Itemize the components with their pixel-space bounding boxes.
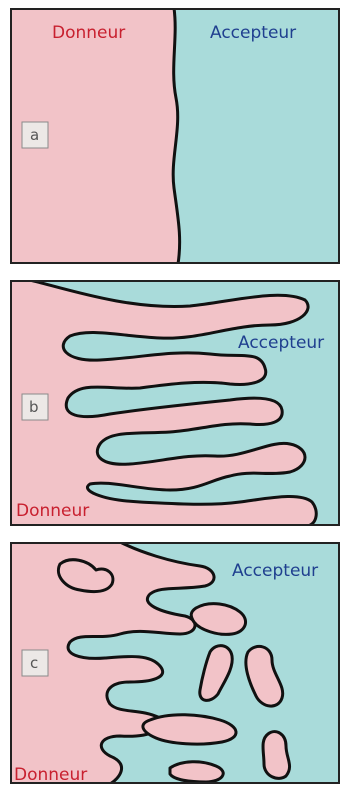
panel-c-diagram: Accepteur Donneur c — [10, 542, 340, 784]
panel-c: Accepteur Donneur c — [10, 542, 340, 784]
donor-label: Donneur — [52, 23, 125, 43]
acceptor-label: Accepteur — [210, 23, 296, 43]
acceptor-label: Accepteur — [238, 333, 324, 353]
donor-label: Donneur — [16, 501, 89, 521]
panel-letter: b — [29, 398, 39, 416]
donor-label: Donneur — [14, 765, 87, 784]
panel-b: Accepteur Donneur b — [10, 280, 340, 526]
panel-a-diagram: Donneur Accepteur a — [10, 8, 340, 264]
donor-island — [263, 732, 290, 779]
panel-a: Donneur Accepteur a — [10, 8, 340, 264]
donor-island — [170, 762, 223, 782]
panel-letter: c — [30, 654, 38, 672]
panel-letter: a — [30, 126, 39, 144]
acceptor-label: Accepteur — [232, 561, 318, 581]
panel-b-diagram: Accepteur Donneur b — [10, 280, 340, 526]
donor-island — [143, 715, 236, 744]
